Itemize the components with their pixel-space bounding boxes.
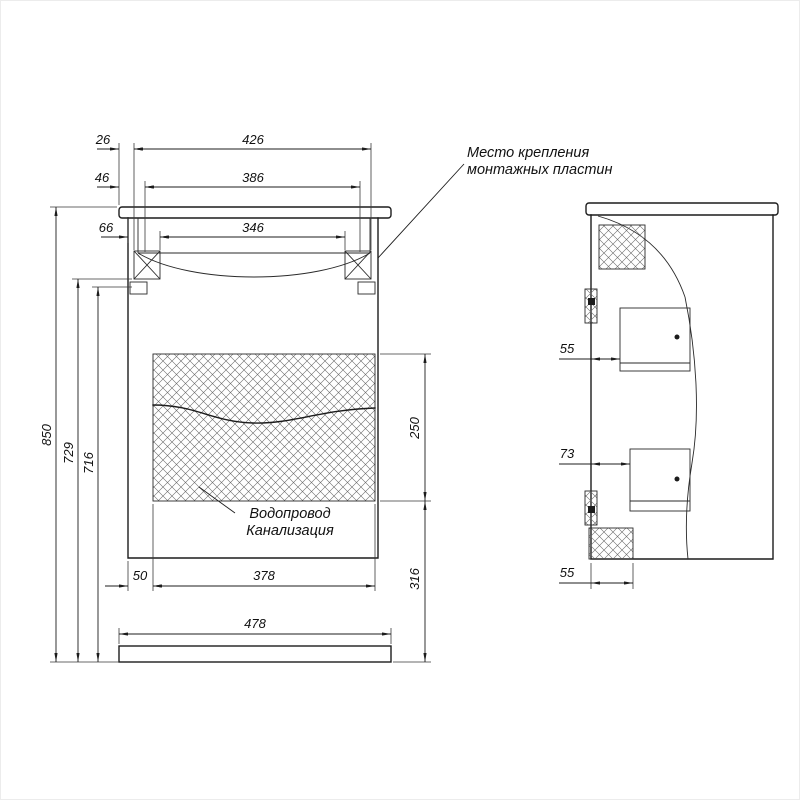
dimensions: 26 426 46 386 66 346 850 xyxy=(39,132,633,662)
drawer-lower-knob-dot xyxy=(674,476,680,482)
ext-top-front xyxy=(118,143,372,252)
plate-left-cross-icon xyxy=(133,250,161,280)
fixing-point-lower xyxy=(588,506,595,513)
dim-346-label: 346 xyxy=(242,220,264,235)
plumbing-annotation-line2: Канализация xyxy=(246,523,334,539)
mounting-annotation-line2: монтажных пластин xyxy=(467,162,612,178)
dim-378: 378 xyxy=(153,568,375,588)
drawer-lower-outline xyxy=(629,448,691,512)
dim-66-label: 66 xyxy=(99,220,114,235)
ext-side xyxy=(590,563,634,589)
front-view xyxy=(118,206,392,663)
mounting-plate-right xyxy=(344,250,376,295)
ext-bottom-front xyxy=(118,504,392,644)
dim-729: 729 xyxy=(61,279,80,662)
drawer-box-upper xyxy=(619,307,691,372)
ext-left-front xyxy=(50,206,132,663)
dim-side-73: 73 xyxy=(559,446,630,466)
annotation-mounting-plates: Место крепления монтажных пластин xyxy=(377,145,612,259)
cabinet-body-front xyxy=(127,217,379,559)
mounting-plate-left xyxy=(129,250,161,295)
base-strip-front xyxy=(118,645,392,663)
dim-side55top-label: 55 xyxy=(560,341,575,356)
dim-46-label: 46 xyxy=(95,170,110,185)
sink-apron-curve xyxy=(137,252,371,278)
dim-386-label: 386 xyxy=(242,170,264,185)
dim-850-label: 850 xyxy=(39,423,54,445)
extension-lines xyxy=(50,143,634,663)
dim-side-55-bottom: 55 xyxy=(559,565,633,585)
plate-section-top-hatch xyxy=(598,224,646,270)
mounting-annotation-line1: Место крепления xyxy=(467,145,589,161)
drawer-front-panel xyxy=(152,353,376,502)
dim-side73-label: 73 xyxy=(560,446,575,461)
sink-apron-top xyxy=(137,218,371,254)
annotation-plumbing: Водопровод Канализация xyxy=(198,486,334,539)
plate-left-body xyxy=(133,250,161,280)
dim-316-label: 316 xyxy=(407,567,422,589)
wall-bracket-upper xyxy=(584,288,598,324)
dim-716: 716 xyxy=(81,287,100,662)
countertop-front xyxy=(118,206,392,219)
dim-426-label: 426 xyxy=(242,132,264,147)
plumbing-leader-line xyxy=(198,486,236,514)
drawer-box-lower xyxy=(629,448,691,512)
dim-426: 426 xyxy=(134,132,371,151)
dim-46: 46 xyxy=(95,170,162,189)
plumbing-annotation-line1: Водопровод xyxy=(249,506,330,522)
dim-side-55-top: 55 xyxy=(559,341,620,361)
dim-378-label: 378 xyxy=(253,568,275,583)
dim-478-label: 478 xyxy=(244,616,266,631)
dim-478: 478 xyxy=(119,616,391,636)
plate-left-bracket xyxy=(129,281,148,295)
mounting-leader-line xyxy=(377,163,465,259)
drawer-handle-wave xyxy=(152,404,376,424)
basin-section-curve xyxy=(597,215,686,298)
dim-716-label: 716 xyxy=(81,451,96,473)
dim-26-label: 26 xyxy=(95,132,111,147)
dim-50: 50 xyxy=(105,568,170,588)
dim-850: 850 xyxy=(39,207,58,662)
fixing-point-upper xyxy=(588,298,595,305)
side-view xyxy=(584,202,779,560)
drawer-upper-knob-dot xyxy=(674,334,680,340)
dim-side55bot-label: 55 xyxy=(560,565,575,580)
dim-250: 250 xyxy=(407,354,427,501)
plate-right-body xyxy=(344,250,372,280)
dim-316: 316 xyxy=(407,501,427,662)
plate-right-bracket xyxy=(357,281,376,295)
dim-50-label: 50 xyxy=(133,568,148,583)
dim-729-label: 729 xyxy=(61,442,76,464)
ext-right-front xyxy=(380,353,431,663)
plinth-section-hatch xyxy=(588,527,634,560)
drawer-upper-outline xyxy=(619,307,691,372)
countertop-side xyxy=(585,202,779,216)
dim-346: 346 xyxy=(160,220,345,239)
dim-386: 386 xyxy=(145,170,360,189)
front-profile-curve xyxy=(684,296,697,560)
dim-250-label: 250 xyxy=(407,416,422,439)
dim-26: 26 xyxy=(95,132,151,151)
drawer-hatch-area xyxy=(152,353,376,502)
plate-right-cross-icon xyxy=(344,250,372,280)
